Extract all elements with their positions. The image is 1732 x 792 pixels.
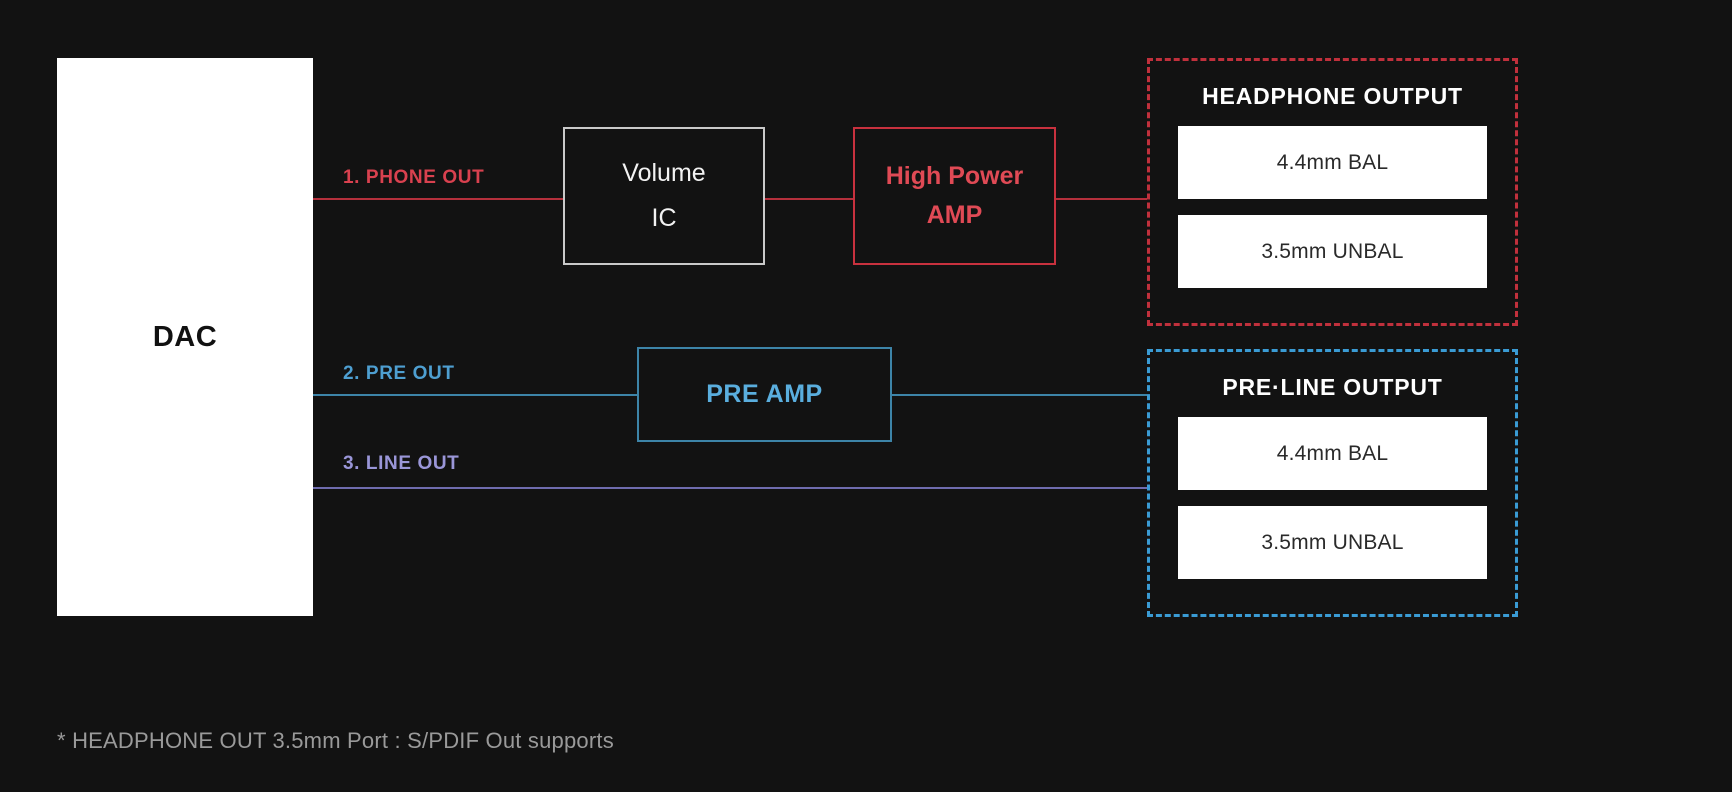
port-label: 3.5mm UNBAL	[1261, 239, 1404, 263]
port-label: 3.5mm UNBAL	[1261, 530, 1404, 554]
headphone-port-3-5mm-unbal: 3.5mm UNBAL	[1178, 215, 1487, 288]
pre-amp-label: PRE AMP	[706, 380, 823, 408]
line-phone-out-to-volume-ic	[313, 198, 565, 200]
high-power-amp-box: High Power AMP	[853, 127, 1056, 265]
dac-label: DAC	[152, 320, 218, 353]
path-label-pre-out: 2. PRE OUT	[343, 363, 455, 384]
line-pre-amp-to-pre-line-output	[890, 394, 1151, 396]
line-line-out-to-pre-line-output	[313, 487, 1151, 489]
volume-ic-box: Volume IC	[563, 127, 765, 265]
headphone-output-group: HEADPHONE OUTPUT 4.4mm BAL 3.5mm UNBAL	[1147, 58, 1518, 326]
footnote-text: * HEADPHONE OUT 3.5mm Port : S/PDIF Out …	[57, 728, 614, 753]
path-label-phone-out: 1. PHONE OUT	[343, 167, 485, 188]
pre-line-output-group: PRE·LINE OUTPUT 4.4mm BAL 3.5mm UNBAL	[1147, 349, 1518, 617]
dac-block: DAC	[57, 58, 313, 616]
headphone-output-title: HEADPHONE OUTPUT	[1202, 83, 1463, 109]
line-pre-out-to-pre-amp	[313, 394, 639, 396]
high-power-amp-line-1: High Power	[885, 162, 1024, 191]
headphone-port-4-4mm-bal: 4.4mm BAL	[1178, 126, 1487, 199]
pre-line-output-title: PRE·LINE OUTPUT	[1222, 374, 1443, 400]
pre-line-port-3-5mm-unbal: 3.5mm UNBAL	[1178, 506, 1487, 579]
port-label: 4.4mm BAL	[1276, 150, 1389, 174]
pre-line-port-4-4mm-bal: 4.4mm BAL	[1178, 417, 1487, 490]
port-label: 4.4mm BAL	[1276, 441, 1389, 465]
path-label-line-out: 3. LINE OUT	[343, 453, 460, 474]
volume-ic-line-2: IC	[651, 204, 677, 232]
volume-ic-line-1: Volume	[622, 159, 706, 187]
line-volume-ic-to-high-power-amp	[763, 198, 855, 200]
pre-amp-box: PRE AMP	[637, 347, 892, 442]
line-high-power-amp-to-headphone-output	[1054, 198, 1151, 200]
high-power-amp-line-2: AMP	[926, 201, 983, 229]
